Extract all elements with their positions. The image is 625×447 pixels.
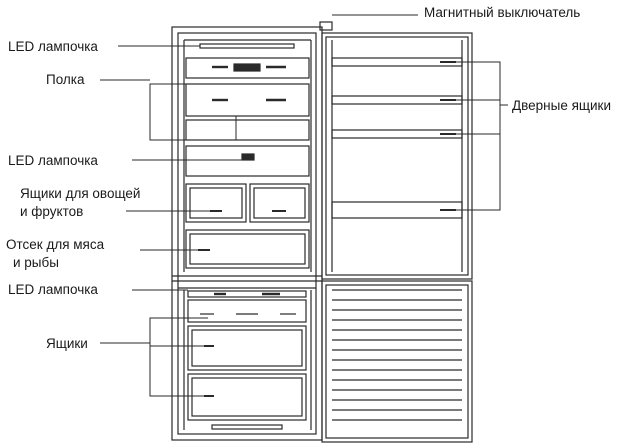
door-bin-2-shape	[331, 95, 463, 105]
label-meat-fish-line1: Отсек для мяса	[6, 237, 105, 252]
freezer-compartment	[183, 290, 312, 430]
freezer-drawer-2-shape	[187, 325, 307, 371]
label-vegetable-drawers-line2: и фруктов	[20, 204, 84, 219]
shelf-2-shape	[185, 83, 310, 117]
led-lamp-middle-shape	[185, 145, 310, 177]
door-bin-1-shape	[331, 57, 463, 67]
meat-fish-compartment-shape	[185, 229, 310, 269]
shelf-1-shape	[185, 57, 310, 79]
bottom-vent	[211, 424, 283, 430]
vegetable-drawers-shape	[185, 183, 310, 223]
shelf-3-shape	[185, 119, 310, 141]
freezer-drawer-1-shape	[187, 299, 307, 323]
label-led-lamp-top: LED лампочка	[8, 39, 98, 54]
label-meat-fish-line2: и рыбы	[13, 255, 59, 270]
leader-lines	[100, 14, 508, 397]
label-door-bins: Дверные ящики	[512, 98, 612, 113]
magnetic-switch-shape	[319, 21, 333, 31]
fridge-compartment	[183, 39, 312, 272]
label-drawers: Ящики	[46, 336, 88, 351]
label-shelf: Полка	[46, 72, 85, 87]
label-magnetic-switch: Магнитный выключатель	[424, 5, 581, 20]
freezer-door	[321, 280, 473, 443]
label-led-lamp-freezer: LED лампочка	[8, 282, 98, 297]
door-bin-3-shape	[331, 129, 463, 139]
label-vegetable-drawers-line1: Ящики для овощей	[20, 186, 141, 201]
label-led-lamp-middle: LED лампочка	[8, 153, 98, 168]
freezer-drawer-3-shape	[187, 373, 307, 421]
door-bin-4-shape	[331, 201, 463, 219]
fridge-door	[321, 32, 473, 280]
led-lamp-top-shape	[199, 43, 295, 49]
